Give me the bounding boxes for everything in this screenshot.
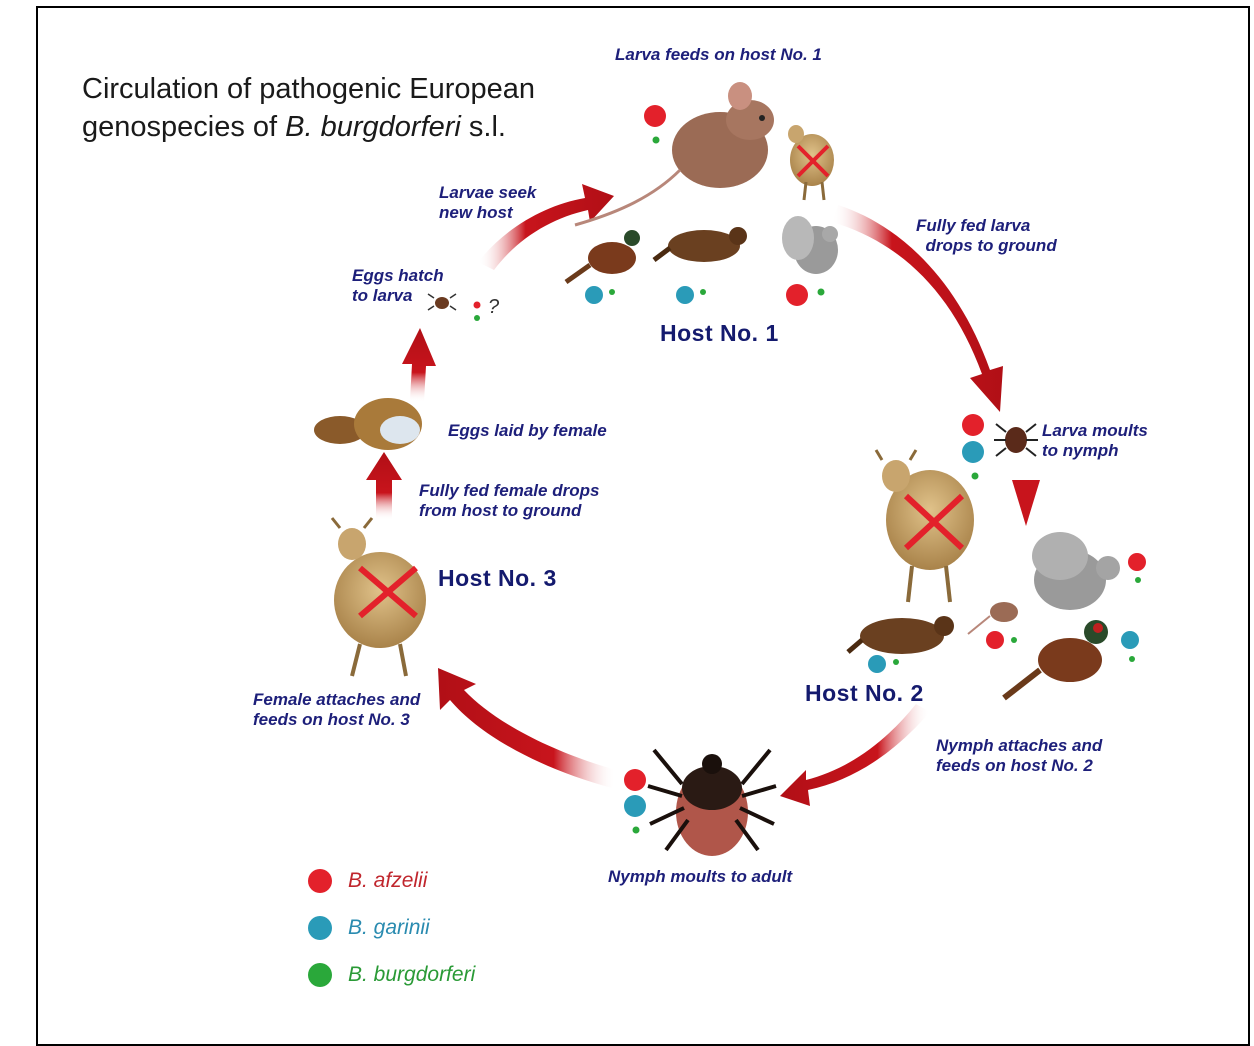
title-species: B. burgdorferi [285,111,461,143]
dot-garinii [624,795,646,817]
deer-icon-host3 [332,518,426,676]
mouse-icon-host2 [968,602,1018,634]
pheasant-icon-host2 [1004,620,1108,698]
label-fully-fed-female: Fully fed female drops from host to grou… [419,481,599,521]
dot-garinii [585,286,603,304]
dot-garinii [962,441,984,463]
dot-afzelii [986,631,1004,649]
thrush-icon-host1 [654,227,747,262]
tick-adult-icon [648,750,776,856]
label-question-mark: ? [488,297,499,317]
deer-icon-host2 [876,450,974,602]
label-eggs-hatch: Eggs hatch to larva [352,266,444,306]
title-prefix: genospecies of [82,111,285,143]
dot-burgdorferi [972,473,979,480]
legend-dot-burgdorferi [308,963,332,987]
eggs-icon [314,398,422,450]
legend-item-garinii: B. garinii [308,913,430,943]
label-host-2: Host No. 2 [805,680,924,707]
legend-label-garinii: B. garinii [348,916,430,940]
legend-label-burgdorferi: B. burgdorferi [348,963,475,987]
dot-afzelii [786,284,808,306]
dot-afzelii [624,769,646,791]
dot-garinii [868,655,886,673]
dot-garinii [1121,631,1139,649]
dot-burgdorferi [633,827,640,834]
dot-burgdorferi [609,289,615,295]
dot-afzelii [644,105,666,127]
dot-burgdorferi [653,137,660,144]
label-fully-fed-larva: Fully fed larva drops to ground [916,216,1057,256]
title-line-1: Circulation of pathogenic European [82,70,535,108]
squirrel-icon-host1 [782,216,838,274]
legend-dot-afzelii [308,869,332,893]
arrow-female-drops [366,452,402,520]
legend-item-burgdorferi: B. burgdorferi [308,960,475,990]
page-title: Circulation of pathogenic European genos… [82,70,535,146]
thrush-icon-host2 [848,616,954,654]
dot-burgdorferi [893,659,899,665]
dot-burgdorferi [474,315,480,321]
title-line-2: genospecies of B. burgdorferi s.l. [82,108,535,146]
label-eggs-laid: Eggs laid by female [448,421,607,441]
legend-item-afzelii: B. afzelii [308,866,427,896]
pheasant-icon-host1 [566,230,640,282]
label-nymph-moults: Nymph moults to adult [608,867,792,887]
dot-afzelii [962,414,984,436]
label-larva-feeds: Larva feeds on host No. 1 [615,45,822,65]
dot-afzelii [474,302,481,309]
legend-dot-garinii [308,916,332,940]
label-female-attaches: Female attaches and feeds on host No. 3 [253,690,420,730]
deer-icon-host1 [788,125,834,200]
label-nymph-attaches: Nymph attaches and feeds on host No. 2 [936,736,1102,776]
dot-burgdorferi [700,289,706,295]
dot-burgdorferi [1129,656,1135,662]
label-host-1: Host No. 1 [660,320,779,347]
legend-label-afzelii: B. afzelii [348,869,427,893]
arrow-moult-down [1012,480,1040,526]
dot-afzelii [1128,553,1146,571]
arrow-eggs-hatch [402,328,436,402]
dot-burgdorferi [1011,637,1017,643]
squirrel-icon-host2 [1032,532,1120,610]
label-larva-moults: Larva moults to nymph [1042,421,1148,461]
label-larvae-seek: Larvae seek new host [439,183,536,223]
pathogen-dots [474,105,1147,834]
dot-burgdorferi [1135,577,1141,583]
arrow-nymph-to-adult [780,704,930,806]
dot-garinii [676,286,694,304]
tick-nymph-icon [994,424,1038,456]
arrow-adult-to-host3 [438,668,616,788]
title-suffix: s.l. [461,111,506,143]
dot-burgdorferi [818,289,825,296]
label-host-3: Host No. 3 [438,565,557,592]
